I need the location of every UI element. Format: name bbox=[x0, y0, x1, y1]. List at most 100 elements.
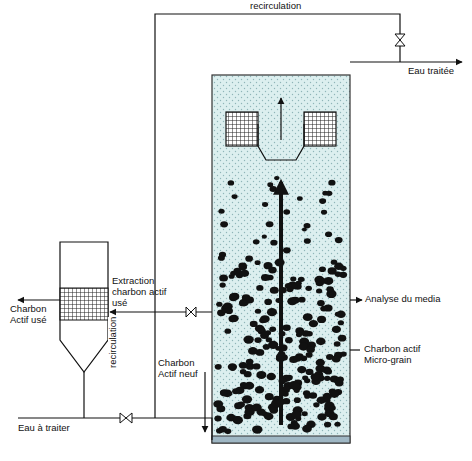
carbon-grain bbox=[264, 299, 272, 305]
carbon-grain bbox=[265, 393, 274, 400]
carbon-grain bbox=[266, 221, 274, 227]
carbon-grain bbox=[253, 363, 261, 369]
carbon-grain bbox=[297, 196, 303, 201]
carbon-grain bbox=[317, 316, 326, 323]
inlet-label: Eau à traiter bbox=[18, 423, 70, 434]
carbon-grain bbox=[302, 330, 310, 336]
carbon-grain bbox=[255, 325, 264, 333]
flow-label: recirculation bbox=[108, 317, 119, 368]
carbon-grain bbox=[304, 394, 310, 399]
carbon-grain bbox=[326, 191, 332, 196]
carbon-grain bbox=[291, 411, 301, 419]
valve bbox=[120, 413, 132, 423]
carbon-grain bbox=[225, 308, 233, 314]
carbon-grain bbox=[283, 325, 291, 332]
carbon-grain bbox=[262, 235, 267, 239]
carbon-grain bbox=[228, 363, 237, 370]
pipe bbox=[83, 372, 84, 418]
carbon-grain bbox=[287, 424, 294, 430]
valve bbox=[186, 307, 196, 317]
carbon-grain bbox=[302, 375, 308, 380]
carbon-grain bbox=[267, 308, 277, 316]
carbon-grain bbox=[229, 293, 237, 299]
outlet-label: Eau traitée bbox=[408, 66, 454, 77]
carbon-grain bbox=[259, 318, 266, 324]
carbon-grain bbox=[219, 426, 227, 432]
carbon-grain bbox=[218, 209, 224, 214]
pipe bbox=[350, 61, 462, 62]
carbon-grain bbox=[274, 176, 279, 180]
carbon-grain bbox=[317, 300, 325, 306]
process-label: Extraction charbon actif usé bbox=[112, 276, 174, 309]
carbon-grain bbox=[229, 315, 238, 322]
carbon-grain bbox=[331, 260, 338, 265]
carbon-grain bbox=[320, 306, 327, 312]
carbon-grain bbox=[224, 328, 231, 333]
carbon-grain bbox=[219, 283, 225, 288]
pipe bbox=[110, 311, 212, 312]
carbon-grain bbox=[338, 320, 344, 325]
carbon-grain bbox=[286, 287, 293, 293]
carbon-grain bbox=[340, 266, 346, 271]
carbon-grain bbox=[252, 404, 262, 412]
valve bbox=[395, 34, 405, 46]
carbon-grain bbox=[294, 388, 300, 393]
flow-arrow bbox=[280, 98, 281, 140]
flow-label: recirculation bbox=[250, 1, 301, 12]
carbon-grain bbox=[216, 302, 222, 307]
carbon-grain bbox=[286, 375, 293, 381]
carbon-grain bbox=[256, 371, 266, 379]
carbon-grain bbox=[332, 356, 341, 363]
pipe bbox=[18, 299, 60, 300]
carbon-grain bbox=[218, 255, 225, 261]
reactor-column bbox=[212, 75, 350, 443]
pipe bbox=[204, 372, 205, 432]
carbon-grain bbox=[337, 377, 344, 383]
carbon-grain bbox=[332, 326, 341, 333]
outlet-label: Charbon Actif usé bbox=[10, 304, 58, 326]
carbon-grain bbox=[269, 326, 276, 331]
carbon-grain bbox=[321, 210, 327, 215]
flow-arrow bbox=[279, 182, 283, 425]
carbon-grain bbox=[316, 338, 326, 346]
carbon-grain bbox=[334, 341, 341, 346]
carbon-grain bbox=[317, 413, 326, 421]
carbon-grain bbox=[290, 277, 296, 282]
carbon-grain bbox=[336, 311, 345, 318]
leader-line bbox=[350, 349, 360, 350]
carbon-grain bbox=[319, 266, 326, 272]
process-label: Analyse du media bbox=[365, 294, 441, 305]
carbon-grain bbox=[320, 278, 327, 284]
separator-basket bbox=[304, 112, 336, 146]
carbon-grain bbox=[248, 347, 258, 355]
carbon-grain bbox=[267, 182, 273, 187]
inlet-label: Charbon Actif neuf bbox=[158, 358, 202, 380]
carbon-grain bbox=[216, 405, 225, 412]
carbon-grain bbox=[306, 346, 315, 353]
carbon-grain bbox=[262, 202, 268, 207]
carbon-grain bbox=[255, 386, 264, 393]
carbon-grain bbox=[239, 300, 247, 306]
carbon-grain bbox=[285, 337, 293, 343]
carbon-grain bbox=[258, 327, 265, 332]
carbon-grain bbox=[283, 209, 290, 214]
carbon-grain bbox=[261, 274, 270, 281]
carbon-grain bbox=[233, 416, 243, 424]
carbon-grain bbox=[315, 365, 325, 373]
carbon-grain bbox=[219, 274, 228, 281]
carbon-grain bbox=[232, 388, 239, 394]
carbon-grain bbox=[298, 277, 305, 282]
carbon-grain bbox=[267, 373, 276, 381]
carbon-grain bbox=[239, 362, 248, 369]
carbon-grain bbox=[324, 368, 332, 374]
carbon-grain bbox=[263, 344, 270, 350]
carbon-grain bbox=[255, 260, 261, 265]
carbon-grain bbox=[324, 398, 331, 404]
carbon-grain bbox=[326, 286, 334, 292]
carbon-grain bbox=[338, 335, 346, 342]
carbon-grain bbox=[229, 294, 238, 301]
carbon-grain bbox=[329, 405, 336, 410]
carbon-grain bbox=[319, 198, 326, 204]
carbon-grains bbox=[213, 176, 347, 434]
